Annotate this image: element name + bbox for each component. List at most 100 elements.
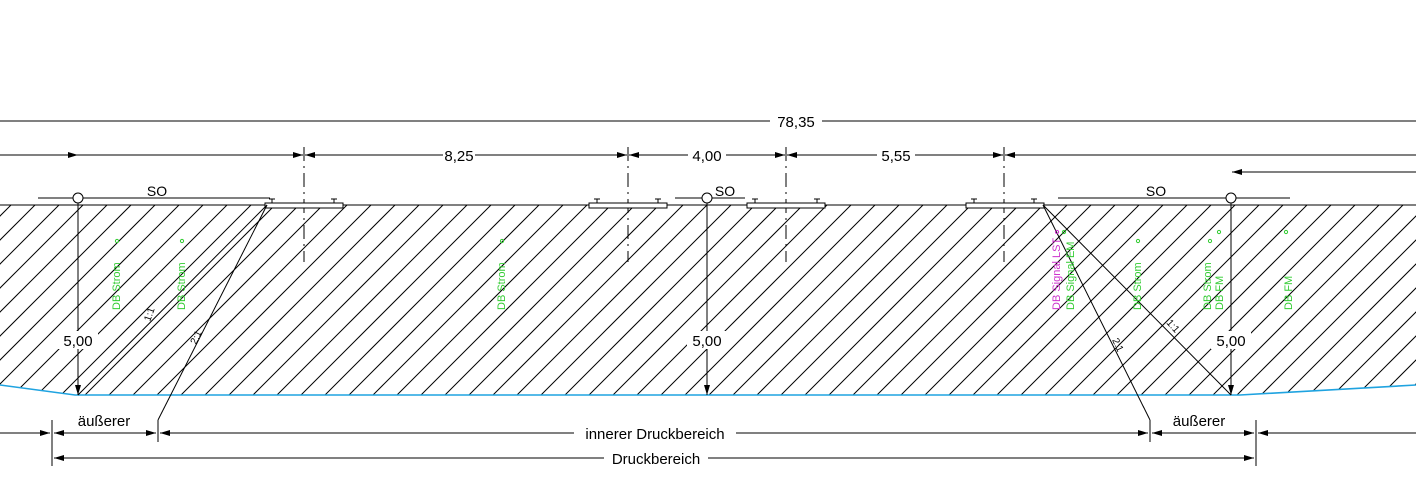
cable-label: DB Strom [111,262,123,310]
depth-label-middle: 5,00 [692,333,721,350]
hatch-line [871,205,1068,395]
hatch-line [559,205,756,395]
cable-dot [1054,229,1060,235]
depth-label-right: 5,00 [1216,333,1245,350]
inner-zone-label: innerer Druckbereich [585,426,724,443]
hatch-line [7,205,204,395]
hatch-line [271,205,468,395]
cable-dot [1216,229,1222,235]
dimension-seg-3-label: 5,55 [881,148,910,165]
cable-label: DB Strom [496,262,508,310]
hatch-line [1135,205,1332,395]
hatch-line [319,205,516,395]
hatch-line [175,205,372,395]
hatch-line [415,205,612,395]
cable-label: DB FM [1283,276,1295,310]
cable-dot [179,238,185,244]
cable-label: DB FM [1214,276,1226,310]
hatch-line [1231,205,1416,395]
hatch-line [247,205,444,395]
hatch-line [799,205,996,395]
rail-icons [269,198,1037,203]
cable-label: DB Strom [1132,262,1144,310]
cable-dot [499,238,505,244]
hatch-line [79,205,276,395]
hatch-line [0,205,36,395]
dimension-total-label: 78,35 [777,114,815,131]
hatch-line [895,205,1092,395]
hatch-line [487,205,684,395]
reference-markers [72,192,1237,204]
hatch-line [0,205,132,395]
hatch-line [223,205,420,395]
cable-dot [114,238,120,244]
hatch-line [391,205,588,395]
dimension-seg-1-label: 8,25 [444,148,473,165]
hatch-line [655,205,852,395]
hatch-line [55,205,252,395]
cable-dot [1061,229,1067,235]
hatch-line [343,205,540,395]
cable-dot [1283,229,1289,235]
hatch-line [103,205,300,395]
cable-dot [1207,238,1213,244]
slope-label-left-1-1: 1:1 [142,306,157,323]
hatch-line [679,205,876,395]
hatch-line [1279,205,1416,395]
hatch-line [0,205,84,395]
groundwater-line [0,384,1416,396]
hatch-line [607,205,804,395]
cable-label: DB Strom [1202,262,1214,310]
outer-zone-label-left: äußerer [78,413,131,430]
hatch-line [1087,205,1284,395]
cable-label: DB Signal EM [1065,242,1077,310]
hatch-line [727,205,924,395]
hatch-line [367,205,564,395]
depth-label-left: 5,00 [63,333,92,350]
hatch-line [1399,205,1416,395]
hatch-line [583,205,780,395]
hatch-line [0,205,180,395]
hatch-line [1039,205,1236,395]
hatch-line [0,205,60,395]
slope-label-right-2-1: 2:1 [1109,337,1125,355]
hatch-line [1375,205,1416,395]
so-label-right: SO [1146,183,1166,199]
cable-label: DB Strom [176,262,188,310]
hatch-line [751,205,948,395]
hatch-line [1111,205,1308,395]
hatch-line [463,205,660,395]
load-spread-lines [77,204,1232,421]
hatch-line [1159,205,1356,395]
hatch-line [439,205,636,395]
hatch-line [847,205,1044,395]
hatch-line [991,205,1188,395]
hatch-line [1207,205,1404,395]
hatch-line [295,205,492,395]
hatch-line [1303,205,1416,395]
so-label-left: SO [147,183,167,199]
hatch-line [0,205,108,395]
hatch-line [919,205,1116,395]
hatch-line [511,205,708,395]
dimension-total: 78,35 [0,112,1416,131]
hatch-line [1351,205,1416,395]
hatch-line [967,205,1164,395]
hatch-line [775,205,972,395]
hatch-line [1015,205,1212,395]
slope-label-left-2-1: 2:1 [189,329,205,347]
hatch-line [823,205,1020,395]
outer-zone-label-right: äußerer [1173,413,1226,430]
hatch-line [1327,205,1416,395]
hatch-line [1183,205,1380,395]
hatch-line [943,205,1140,395]
hatch-line [127,205,324,395]
hatch-line [1255,205,1416,395]
dimension-seg-2-label: 4,00 [692,148,721,165]
hatch-line [631,205,828,395]
soil-hatching [0,205,1416,395]
cable-dots [114,229,1289,244]
hatch-line [199,205,396,395]
